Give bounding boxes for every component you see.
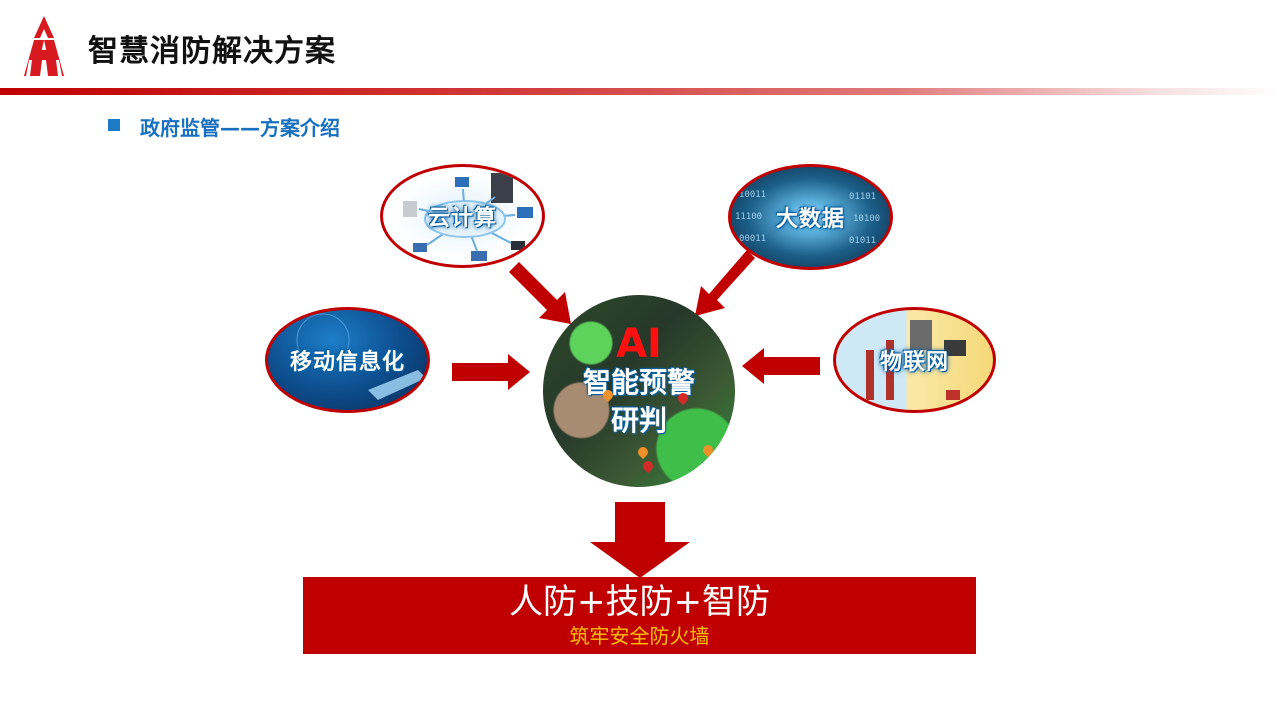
svg-text:10100: 10100 — [853, 214, 880, 224]
svg-text:10011: 10011 — [739, 190, 766, 200]
page-title: 智慧消防解决方案 — [88, 34, 336, 69]
ai-warning-core: AI 智能预警 研判 — [543, 295, 735, 487]
mobile-info-label: 移动信息化 — [289, 350, 405, 375]
svg-text:01101: 01101 — [849, 192, 876, 202]
map-pin-icon — [640, 458, 656, 474]
arrow-down-icon — [590, 502, 690, 578]
arrow-from-bigdata-icon — [695, 250, 755, 316]
svg-text:11100: 11100 — [735, 212, 762, 222]
red-triangle-logo-icon — [24, 16, 64, 76]
mobile-info-node: 移动信息化 — [265, 307, 430, 413]
result-main-text: 人防+技防+智防 — [509, 582, 770, 622]
center-line2: 研判 — [610, 404, 667, 437]
cloud-computing-label: 云计算 — [427, 206, 497, 231]
header-divider — [0, 88, 1280, 95]
cloud-computing-node: 云计算 — [380, 164, 545, 268]
iot-label: 物联网 — [879, 350, 949, 375]
arrow-from-cloud-icon — [509, 262, 571, 324]
arrow-from-mobile-icon — [452, 354, 530, 390]
logo — [20, 16, 68, 76]
result-sub-text: 筑牢安全防火墙 — [569, 624, 710, 648]
square-bullet-icon — [108, 119, 120, 131]
big-data-label: 大数据 — [775, 207, 845, 232]
arrow-from-iot-icon — [742, 348, 820, 384]
section-subtitle: 政府监管——方案介绍 — [140, 116, 340, 140]
result-banner: 人防+技防+智防 筑牢安全防火墙 — [303, 577, 976, 654]
ai-badge: AI — [616, 321, 662, 367]
smartphone-icon — [296, 313, 426, 400]
fire-hydrant-equipment-icon — [866, 320, 966, 400]
iot-node: 物联网 — [833, 307, 996, 413]
network-devices-icon — [403, 173, 533, 261]
binary-tunnel-icon: 10011 11100 00011 01101 10100 01011 — [735, 190, 880, 246]
map-pin-icon — [635, 444, 651, 460]
svg-text:01011: 01011 — [849, 236, 876, 246]
svg-text:00011: 00011 — [739, 234, 766, 244]
map-pin-icon — [700, 442, 716, 458]
big-data-node: 10011 11100 00011 01101 10100 01011 大数据 — [728, 164, 893, 270]
